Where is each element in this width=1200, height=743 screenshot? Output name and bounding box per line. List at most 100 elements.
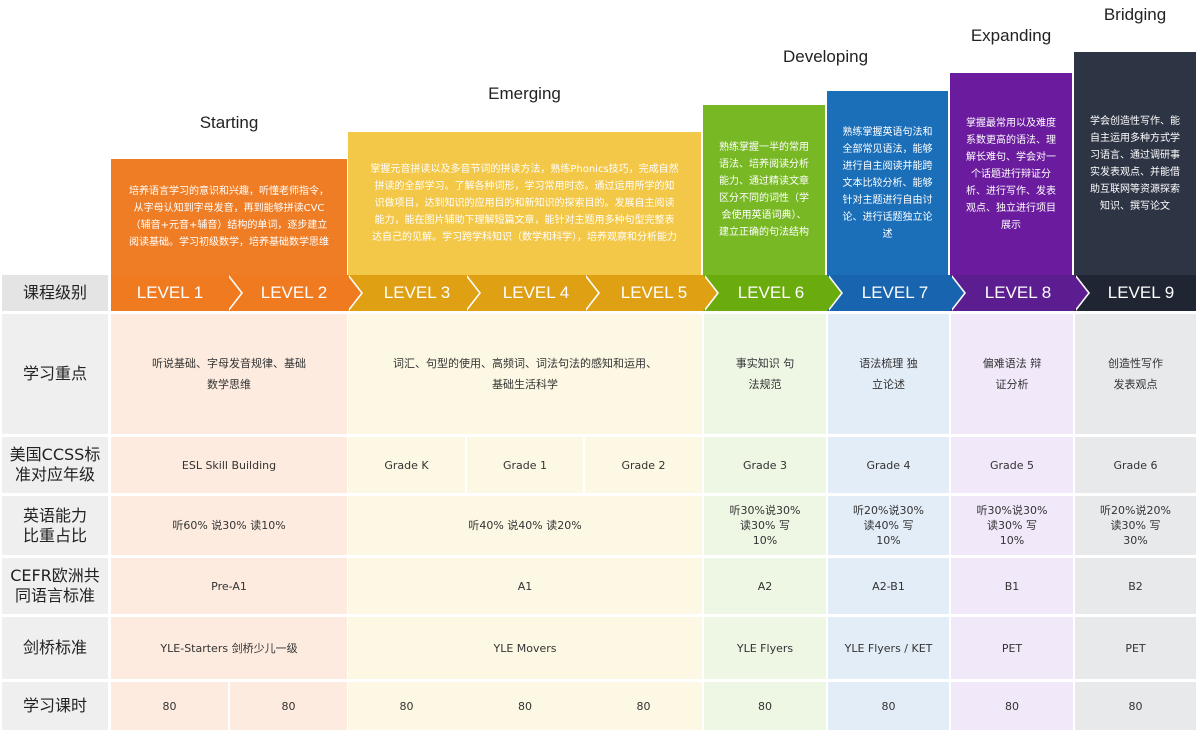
chevron-arrow: [703, 275, 717, 311]
cambridge-emerging: YLE Movers: [493, 641, 557, 655]
level-bar-blue: [827, 275, 950, 311]
column-divider: [583, 437, 585, 493]
hours-level8: 80: [1005, 699, 1019, 713]
description-level6: 熟练掌握一半的常用语法、培养阅读分析能力、通过精读文章区分不同的词性（学会使用英…: [703, 105, 825, 275]
ccss-level5: Grade 2: [621, 458, 666, 472]
description-emerging-text: 掌握元音拼读以及多音节词的拼读方法，熟练Phonics技巧，完成自然拼读的全部学…: [370, 164, 679, 243]
focus-level6: 事实知识 句法规范: [704, 314, 826, 434]
row-label-ccss-text: 美国CCSS标准对应年级: [9, 445, 101, 484]
row-label-ccss: 美国CCSS标准对应年级: [2, 437, 108, 493]
row-divider: [111, 555, 1200, 558]
ratio-level9: 听20%说20% 读30% 写30%: [1075, 496, 1196, 555]
cambridge-level8: PET: [1001, 641, 1023, 655]
column-bg-emerging: [348, 314, 702, 730]
column-bg-level7: [828, 314, 949, 730]
cambridge-level9: PET: [1125, 641, 1146, 655]
row-label-cefr-text: CEFR欧洲共同语言标准: [10, 566, 100, 605]
level-2-label: LEVEL 2: [260, 283, 328, 302]
row-label-focus-text: 学习重点: [22, 364, 87, 383]
ratio-level6-text: 听30%说30% 读30% 写10%: [729, 504, 801, 547]
hours-level2: 80: [281, 699, 296, 713]
row-divider: [111, 493, 1200, 496]
focus-level8: 偏难语法 辩证分析: [951, 314, 1073, 434]
focus-starting-text: 听说基础、字母发音规律、基础数学思维: [152, 357, 306, 391]
level-bar-dark: [1074, 275, 1196, 311]
focus-starting: 听说基础、字母发音规律、基础数学思维: [111, 314, 347, 434]
level-1-label: LEVEL 1: [136, 283, 204, 302]
hours-level6: 80: [758, 699, 772, 713]
ccss-level6: Grade 3: [742, 458, 788, 472]
level-9-label: LEVEL 9: [1107, 283, 1175, 302]
column-bg-level6: [704, 314, 826, 730]
cambridge-starting: YLE-Starters 剑桥少儿一级: [160, 641, 298, 655]
cefr-level6: A2: [757, 579, 773, 593]
description-starting: 培养语言学习的意识和兴趣，听懂老师指令，从字母认知到字母发音，再到能够拼读CVC…: [111, 159, 347, 275]
row-label-cefr: CEFR欧洲共同语言标准: [2, 558, 108, 614]
chevron-arrow: [950, 275, 964, 311]
row-label-level: 课程级别: [2, 275, 108, 311]
ccss-level9: Grade 6: [1113, 458, 1158, 472]
ratio-emerging: 听40% 说40% 读20%: [468, 519, 582, 532]
stage-title-developing: Developing: [782, 47, 869, 66]
hours-level7: 80: [881, 699, 896, 713]
row-divider: [111, 614, 1200, 617]
ratio-level9-text: 听20%说20% 读30% 写30%: [1100, 504, 1171, 547]
description-level8: 掌握最常用以及难度系数更高的语法、理解长难句、学会对一个话题进行辩证分析、进行写…: [950, 73, 1072, 275]
focus-emerging: 词汇、句型的使用、高频词、词法句法的感知和运用、基础生活科学: [348, 314, 702, 434]
chevron-arrow: [347, 275, 361, 311]
ratio-level7: 听20%说30% 读40% 写10%: [828, 496, 949, 555]
hours-level1: 80: [162, 699, 177, 713]
hours-level4: 80: [518, 699, 532, 713]
column-bg-level9: [1075, 314, 1196, 730]
level-bar-purple: [950, 275, 1074, 311]
row-divider: [111, 434, 1200, 437]
row-label-cambridge-text: 剑桥标准: [22, 638, 87, 657]
column-divider: [465, 437, 467, 493]
row-label-cambridge: 剑桥标准: [2, 617, 108, 679]
ccss-starting: ESL Skill Building: [181, 458, 277, 472]
stage-title-bridging: Bridging: [1103, 5, 1167, 24]
ratio-level6: 听30%说30% 读30% 写10%: [704, 496, 826, 555]
ccss-level3: Grade K: [384, 458, 429, 472]
cambridge-level7: YLE Flyers / KET: [844, 641, 933, 655]
level-bar-green: [703, 275, 827, 311]
stage-title-starting: Starting: [199, 113, 259, 132]
level-7-label: LEVEL 7: [861, 283, 929, 302]
hours-level3: 80: [399, 699, 414, 713]
cefr-level8: B1: [1004, 579, 1020, 593]
level-8-label: LEVEL 8: [984, 283, 1052, 302]
column-divider: [228, 682, 230, 730]
hours-level9: 80: [1128, 699, 1143, 713]
description-level9: 学会创造性写作、能自主运用多种方式学习语言、通过调研事实发表观点、并能借助互联网…: [1074, 52, 1196, 275]
chevron-arrow: [1074, 275, 1088, 311]
cefr-level9: B2: [1128, 579, 1143, 593]
focus-emerging-text: 词汇、句型的使用、高频词、词法句法的感知和运用、基础生活科学: [393, 357, 657, 391]
cambridge-level6: YLE Flyers: [736, 641, 794, 655]
description-emerging: 掌握元音拼读以及多音节词的拼读方法，熟练Phonics技巧，完成自然拼读的全部学…: [348, 132, 701, 275]
row-label-focus: 学习重点: [2, 314, 108, 434]
column-bg-level8: [951, 314, 1073, 730]
hours-level5: 80: [636, 699, 651, 713]
chevron-arrow: [584, 275, 598, 311]
level-6-label: LEVEL 6: [737, 283, 805, 302]
focus-level7-text: 语法梳理 独立论述: [859, 357, 918, 391]
cefr-level7: A2-B1: [872, 579, 905, 593]
level-4-label: LEVEL 4: [502, 283, 570, 302]
ratio-level8-text: 听30%说30% 读30% 写10%: [976, 504, 1048, 547]
chevron-arrow: [827, 275, 841, 311]
level-5-label: LEVEL 5: [620, 283, 688, 302]
description-level8-text: 掌握最常用以及难度系数更高的语法、理解长难句、学会对一个话题进行辩证分析、进行写…: [966, 117, 1056, 231]
row-label-hours: 学习课时: [2, 682, 108, 730]
focus-level8-text: 偏难语法 辩证分析: [982, 357, 1042, 391]
description-starting-text: 培养语言学习的意识和兴趣，听懂老师指令，从字母认知到字母发音，再到能够拼读CVC…: [129, 186, 329, 248]
focus-level9: 创造性写作 发表观点: [1075, 314, 1196, 434]
row-label-level-text: 课程级别: [22, 283, 87, 302]
description-level6-text: 熟练掌握一半的常用语法、培养阅读分析能力、通过精读文章区分不同的词性（学会使用英…: [719, 142, 809, 238]
stage-title-expanding: Expanding: [970, 26, 1052, 45]
level-bar-gold: [347, 275, 703, 311]
description-level9-text: 学会创造性写作、能自主运用多种方式学习语言、通过调研事实发表观点、并能借助互联网…: [1090, 115, 1180, 212]
row-label-hours-text: 学习课时: [22, 696, 87, 715]
cefr-starting: Pre-A1: [211, 579, 247, 593]
description-level7: 熟练掌握英语句法和全部常见语法，能够进行自主阅读并能跨文本比较分析、能够针对主题…: [827, 91, 948, 275]
level-3-label: LEVEL 3: [383, 283, 451, 302]
